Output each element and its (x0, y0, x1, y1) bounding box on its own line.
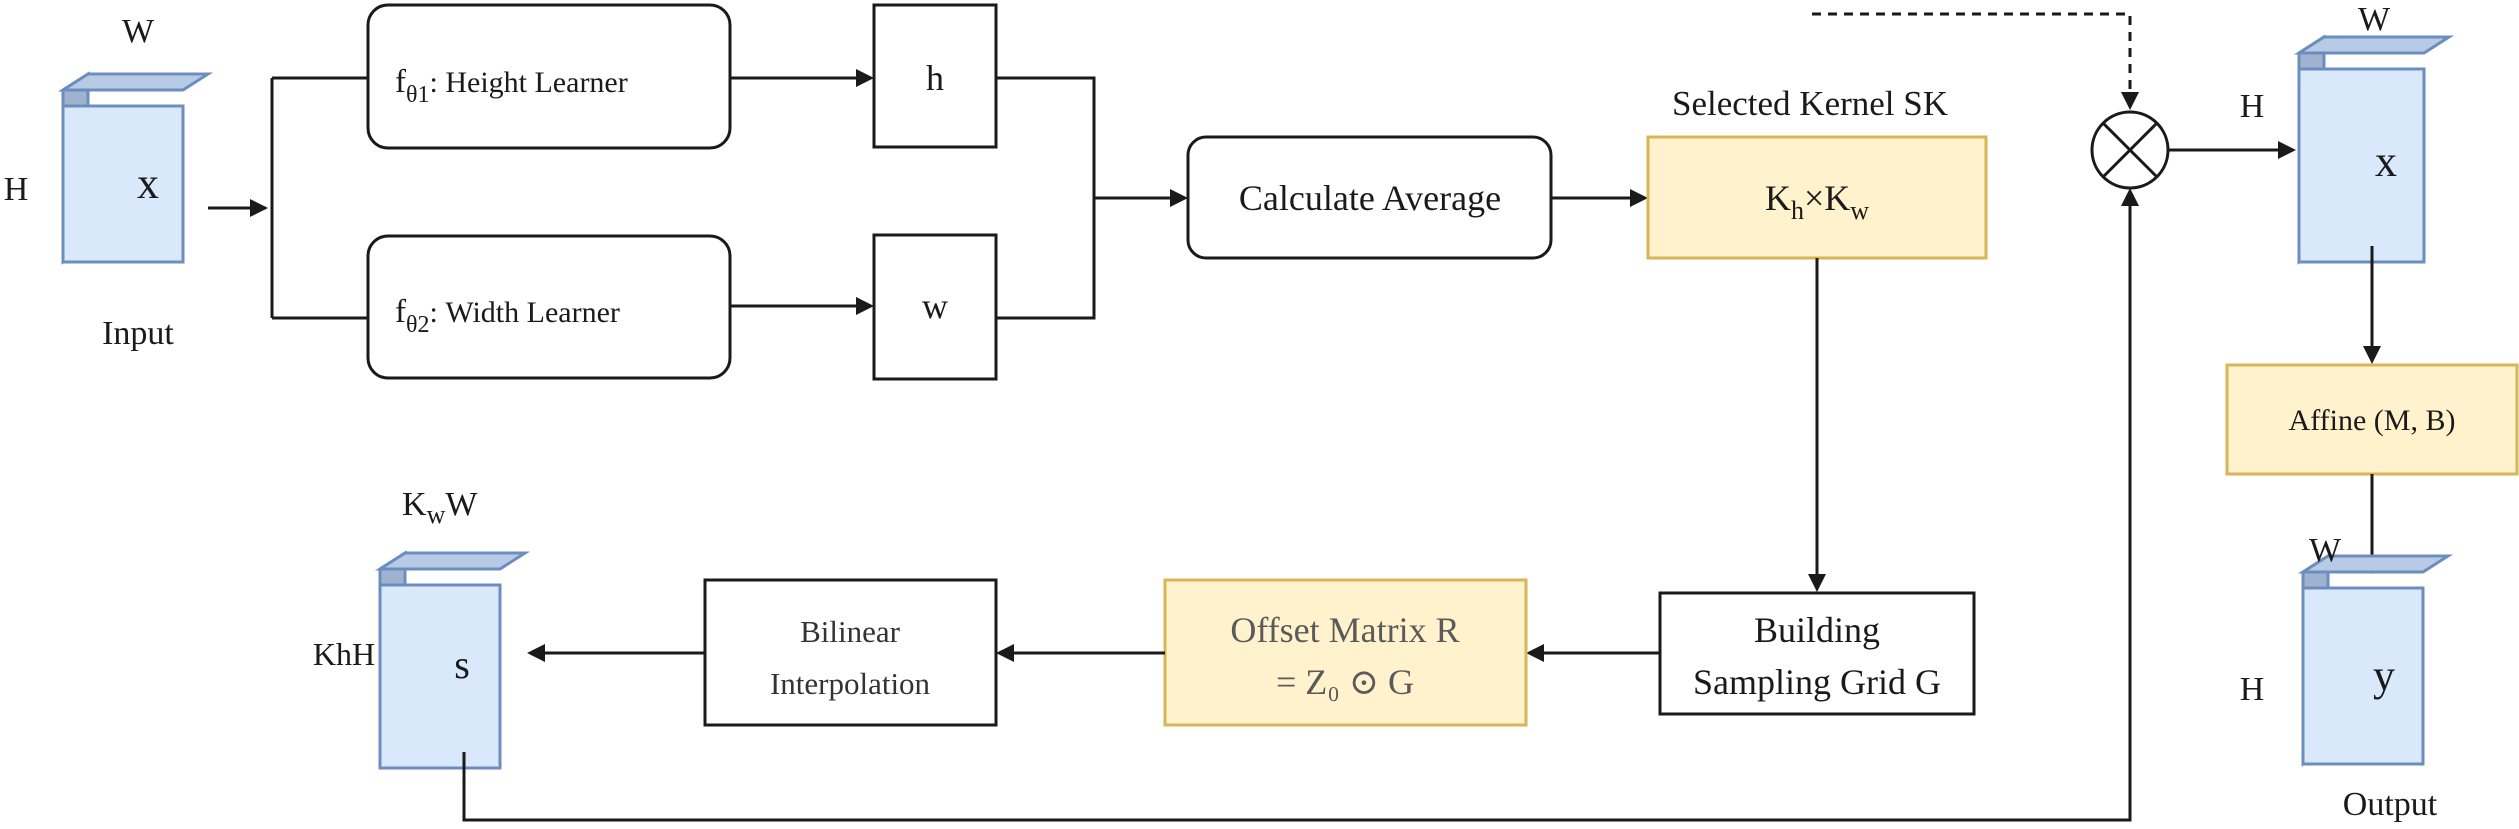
offset-matrix-line2: = Z₀ ⊙ G (1276, 662, 1414, 702)
output-x-width-label: W (2358, 1, 2391, 38)
input-height-label: H (4, 171, 29, 208)
output-x-label: x (2375, 137, 2397, 186)
output-x-cube (2293, 34, 2455, 265)
output-x-height-label: H (2240, 88, 2265, 125)
w-box (872, 233, 998, 381)
bilinear-line1: Bilinear (800, 614, 901, 649)
input-width-label: W (122, 13, 155, 50)
w-box-label: w (922, 286, 948, 326)
width-learner-label: fθ2: Width Learner (395, 294, 620, 338)
offset-matrix-box (1163, 578, 1528, 727)
offset-matrix-line1: Offset Matrix R (1230, 610, 1459, 650)
h-merge-line (996, 76, 1096, 198)
s-to-multiply-connector (462, 194, 2132, 822)
s-label: s (454, 642, 470, 687)
h-box-label: h (926, 58, 944, 98)
selected-kernel-title: Selected Kernel SK (1672, 84, 1948, 123)
multiply-cross-2 (2101, 121, 2159, 179)
output-caption: Output (2343, 786, 2438, 823)
s-height-label: KhH (313, 636, 375, 672)
bilinear-line2: Interpolation (770, 666, 931, 701)
s-width-label: KwW (402, 486, 478, 529)
building-grid-line2: Sampling Grid G (1693, 662, 1941, 702)
height-learner-label: fθ1: Height Learner (395, 64, 628, 108)
input-x-label: x (137, 159, 159, 208)
input-cube (57, 71, 214, 265)
h-box (872, 3, 998, 149)
output-y-width-label: W (2309, 532, 2342, 569)
bilinear-box (703, 578, 998, 727)
calculate-average-label: Calculate Average (1239, 178, 1501, 218)
output-y-cube (2297, 553, 2454, 767)
output-y-label: y (2373, 651, 2395, 700)
building-grid-line1: Building (1754, 610, 1880, 650)
output-y-height-label: H (2240, 671, 2265, 708)
input-caption: Input (102, 315, 174, 352)
w-merge-line (996, 198, 1096, 320)
affine-box (2225, 363, 2519, 476)
s-cube (374, 550, 531, 770)
selected-kernel-box (1646, 135, 1988, 260)
affine-label: Affine (M, B) (2289, 404, 2456, 437)
selected-kernel-formula: Kh×Kw (1765, 178, 1869, 225)
